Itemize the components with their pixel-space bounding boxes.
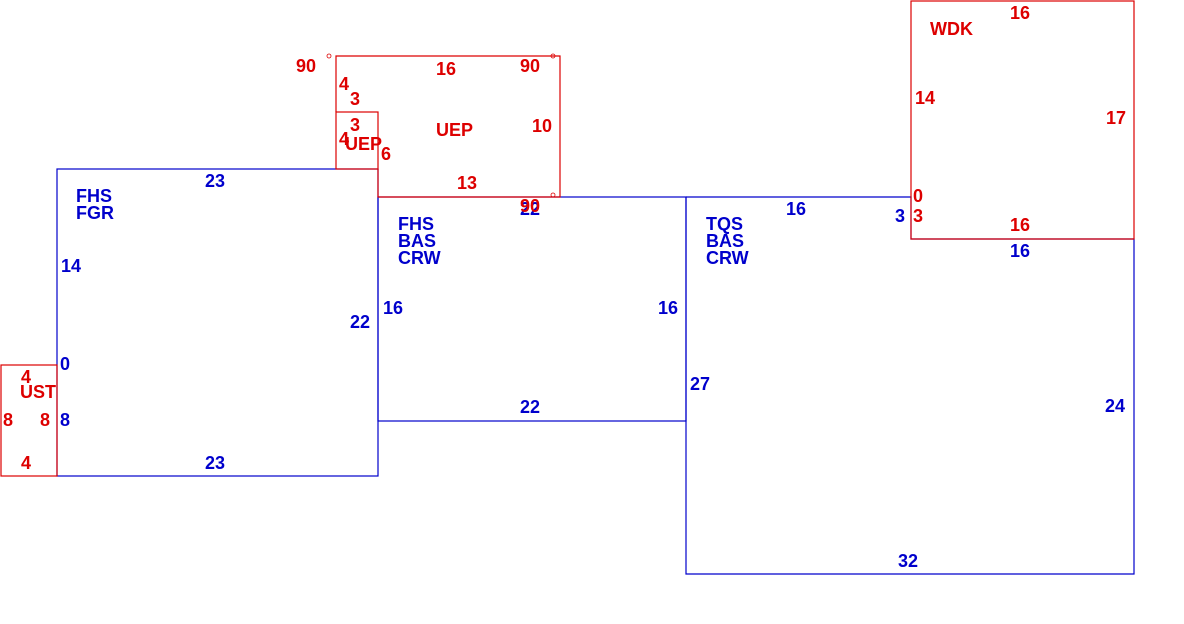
- dimension-label: 22: [520, 199, 540, 219]
- dimension-label: 16: [436, 59, 456, 79]
- dimension-label: 32: [898, 551, 918, 571]
- dimension-label: 16: [1010, 215, 1030, 235]
- dimension-label: 16: [786, 199, 806, 219]
- dimension-label: 0: [913, 186, 923, 206]
- dimension-label: 3: [913, 206, 923, 226]
- room-ust: [0, 364, 58, 477]
- dimension-label: 4: [339, 129, 349, 149]
- dimension-label: 8: [60, 410, 70, 430]
- dimension-label: 3: [350, 89, 360, 109]
- dimension-label: 27: [690, 374, 710, 394]
- room-name-line: FHS: [76, 186, 112, 206]
- dimension-label: 3: [895, 206, 905, 226]
- room-name-line: CRW: [706, 248, 749, 268]
- room-name: UEP: [436, 120, 473, 140]
- room-ust-outline: [0, 364, 58, 477]
- dimension-label: 22: [520, 397, 540, 417]
- dimension-label: 13: [457, 173, 477, 193]
- dimension-label: 90: [520, 56, 540, 76]
- room-tqs-bas-crw: [685, 196, 1135, 575]
- room-uep-small: [335, 111, 379, 170]
- room-name-line: BAS: [706, 231, 744, 251]
- dimension-label: 14: [61, 256, 81, 276]
- dimension-label: 17: [1106, 108, 1126, 128]
- dimension-label: 90: [520, 196, 540, 216]
- dimension-label: 16: [1010, 241, 1030, 261]
- room-wdk-outline: [910, 0, 1135, 240]
- dimension-label: 6: [381, 144, 391, 164]
- dimension-label: 4: [339, 74, 349, 94]
- dimension-label: 10: [532, 116, 552, 136]
- dimension-label: 8: [3, 410, 13, 430]
- dimension-label: 16: [1010, 3, 1030, 23]
- room-name-line: FHS: [398, 214, 434, 234]
- dimension-label: 23: [205, 171, 225, 191]
- room-uep-large: [335, 55, 561, 198]
- dimension-label: 16: [658, 298, 678, 318]
- degree-marker: [326, 53, 332, 59]
- room-name-line: FGR: [76, 203, 114, 223]
- degree-marker: [550, 53, 556, 59]
- room-name: WDK: [930, 19, 973, 39]
- degree-marker: [550, 192, 556, 198]
- room-name-line: TQS: [706, 214, 743, 234]
- dimension-label: 3: [350, 115, 360, 135]
- room-name: UEP: [345, 134, 382, 154]
- dimension-label: 8: [40, 410, 50, 430]
- room-name-line: CRW: [398, 248, 441, 268]
- dimension-label: 22: [350, 312, 370, 332]
- dimension-label: 23: [205, 453, 225, 473]
- dimension-label: 24: [1105, 396, 1125, 416]
- dimension-label: 0: [60, 354, 70, 374]
- room-name: UST: [20, 382, 56, 402]
- dimension-label: 16: [383, 298, 403, 318]
- room-uep-small-outline: [335, 111, 379, 170]
- dimension-label: 90: [296, 56, 316, 76]
- dimension-label: 4: [21, 367, 31, 387]
- dimension-label: 14: [915, 88, 935, 108]
- room-name-line: BAS: [398, 231, 436, 251]
- dimension-label: 4: [21, 453, 31, 473]
- room-tqs-bas-crw-outline: [685, 196, 1135, 575]
- room-wdk: [910, 0, 1135, 240]
- room-uep-large-outline: [335, 55, 561, 198]
